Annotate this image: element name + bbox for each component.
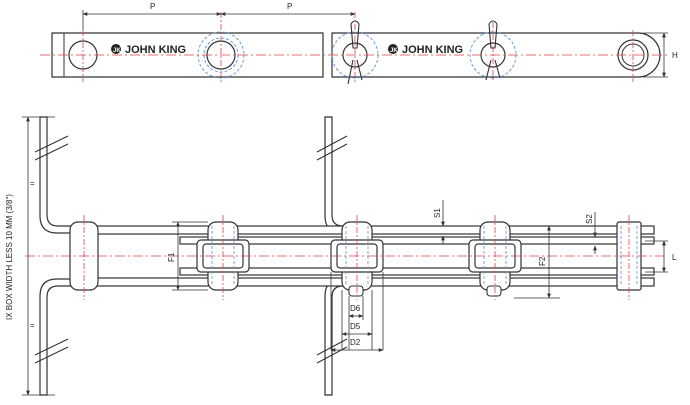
box-width-label: IX BOX WIDTH LESS 10 MM (3/8") [5,194,14,320]
svg-text:JK: JK [390,48,398,54]
l-label: L [672,253,677,262]
inner-plate-bottom [179,267,655,276]
cotter-pin-stub [348,285,364,297]
f1-label: F1 [167,252,176,262]
equal-mark: = [30,321,35,330]
height-label: H [672,51,678,60]
brand-right: JK JOHN KING [388,44,463,56]
jk-logo-icon [111,44,121,54]
d5-label: D5 [350,322,361,331]
d6-label: D6 [350,304,361,313]
cotter-pin-stub [486,285,502,297]
cotter-pins [347,20,501,85]
d2-label: D2 [350,338,361,347]
s1-label: S1 [433,208,442,218]
brand-name: JOHN KING [125,44,186,56]
inner-plate-top [179,236,655,245]
brand-name: JOHN KING [402,44,463,56]
cotter-pin [350,20,360,49]
brand-left: JK JOHN KING [111,44,186,56]
pitch-label: P [287,2,292,11]
equal-mark: = [30,179,35,188]
cotter-pin [488,20,498,49]
jk-logo-icon [388,44,398,54]
pitch-dimensions [82,10,356,30]
pitch-label: P [150,2,155,11]
attachment-middle [316,116,361,396]
f2-label: F2 [538,256,547,266]
svg-text:JK: JK [113,48,121,54]
s2-label: S2 [585,214,594,224]
